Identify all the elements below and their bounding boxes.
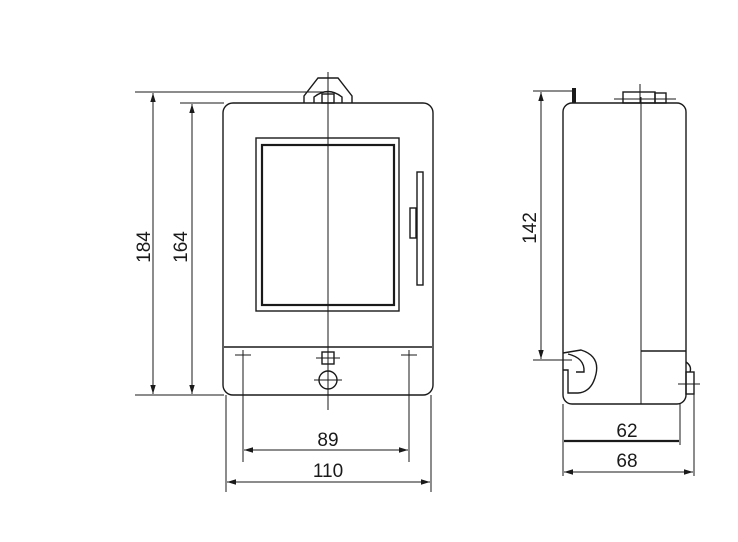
- dim-label-110: 110: [313, 461, 343, 482]
- front-view: 184 164 89 110: [134, 72, 434, 492]
- side-top-hanger-bolt: [654, 92, 667, 104]
- side-bottom-hook-inner: [567, 353, 585, 373]
- front-side-slot: [416, 171, 424, 286]
- dim-label-184: 184: [134, 231, 155, 263]
- side-top-hanger: [622, 91, 656, 104]
- dim-label-68: 68: [616, 451, 637, 472]
- dim-label-164: 164: [171, 231, 192, 263]
- side-view: 142 62 68: [520, 84, 700, 476]
- side-bottom-seal: [685, 371, 695, 395]
- dim-label-89: 89: [317, 430, 338, 451]
- front-side-tab: [409, 207, 417, 239]
- dim-label-62: 62: [616, 421, 637, 442]
- side-bottom-seal-curve: [685, 361, 692, 373]
- dim-label-142: 142: [520, 212, 541, 244]
- side-bottom-hook: [562, 349, 598, 394]
- side-body-outline: [562, 102, 687, 405]
